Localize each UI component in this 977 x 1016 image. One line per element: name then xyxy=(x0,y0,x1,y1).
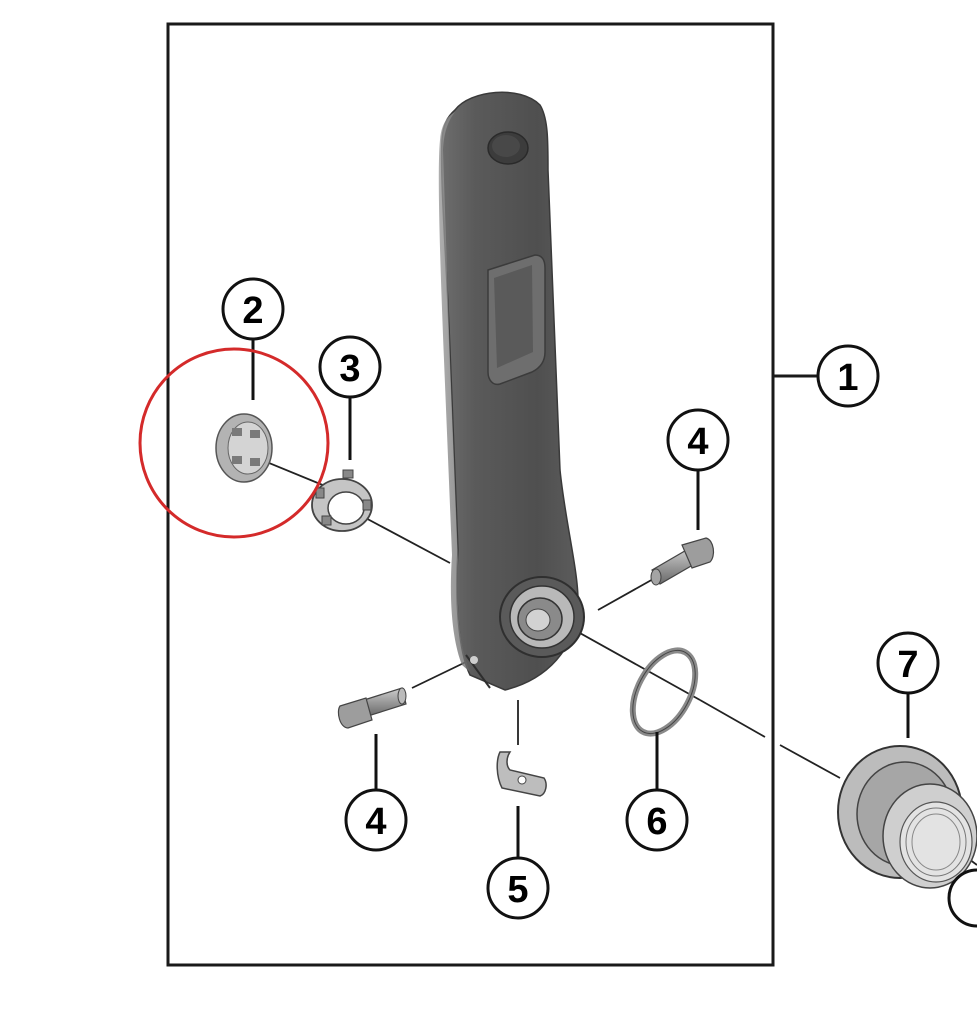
callout-6: 6 xyxy=(625,788,689,852)
callout-4-top-label: 4 xyxy=(687,421,708,463)
callout-2: 2 xyxy=(221,277,285,341)
highlight-circle xyxy=(138,347,330,539)
bolt-part-4-bottom xyxy=(337,687,407,729)
callout-5: 5 xyxy=(486,856,550,920)
callout-4-bottom-label: 4 xyxy=(365,801,386,843)
callout-3: 3 xyxy=(318,335,382,399)
callout-4-bottom: 4 xyxy=(344,788,408,852)
callout-7-label: 7 xyxy=(897,644,918,686)
assembly-frame xyxy=(166,22,775,967)
bolt-part-4-top xyxy=(650,537,715,586)
cup-part-7 xyxy=(837,745,977,889)
callout-6-label: 6 xyxy=(646,801,667,843)
callout-4-top: 4 xyxy=(666,408,730,472)
callout-7: 7 xyxy=(876,631,940,695)
callout-leaders xyxy=(251,340,910,860)
ring-part-3 xyxy=(311,469,373,532)
callout-5-label: 5 xyxy=(507,869,528,911)
callout-3-label: 3 xyxy=(339,348,360,390)
oring-part-6 xyxy=(629,647,699,737)
cap-part-2 xyxy=(215,413,273,483)
callout-2-label: 2 xyxy=(242,290,263,332)
crank-arm xyxy=(438,91,585,691)
callout-partial-edge xyxy=(947,868,977,928)
callout-1: 1 xyxy=(816,344,880,408)
clip-part-5 xyxy=(496,751,547,797)
callout-1-label: 1 xyxy=(837,357,858,399)
